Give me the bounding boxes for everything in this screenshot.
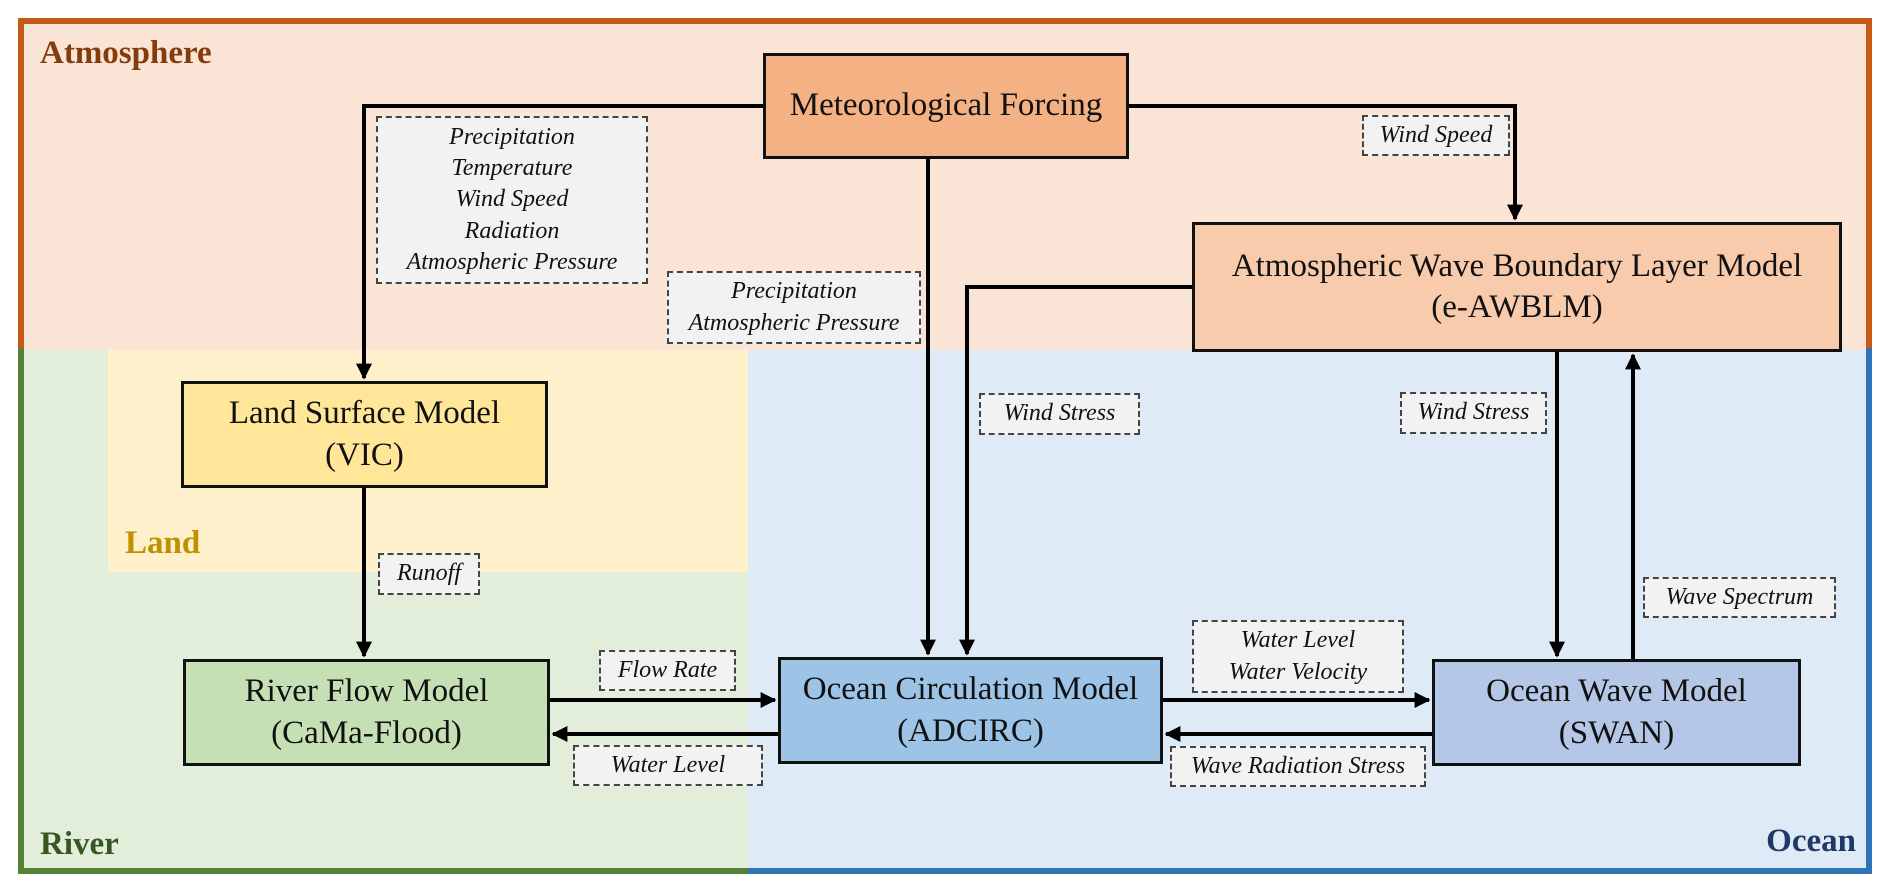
atmosphere-label: Atmosphere	[40, 35, 212, 71]
model-title: Meteorological Forcing	[789, 87, 1103, 124]
tag-line: Wind Speed	[1379, 121, 1493, 148]
model-title: River Flow Model	[244, 673, 489, 710]
model-subtitle: (VIC)	[325, 436, 404, 473]
model-title: Land Surface Model	[228, 395, 501, 432]
arrow-awblm-to-ocm	[959, 285, 1192, 656]
tag-awblm-to-wave: Wind Stress	[1400, 392, 1547, 434]
ocean-border	[1866, 348, 1872, 874]
arrow-met-to-awblm	[1129, 104, 1523, 221]
tag-line: Water Velocity	[1228, 658, 1368, 685]
tag-line: Wave Spectrum	[1665, 583, 1814, 610]
model-subtitle: (e-AWBLM)	[1431, 289, 1603, 325]
model-title: Ocean Wave Model	[1486, 673, 1747, 710]
model-title: Ocean Circulation Model	[802, 671, 1139, 708]
tag-river-to-ocean: Flow Rate	[599, 650, 736, 691]
river-border	[18, 868, 750, 874]
tag-line: Water Level	[1240, 627, 1356, 654]
model-title: Atmospheric Wave Boundary Layer Model	[1231, 247, 1803, 284]
awblm-model-box: Atmospheric Wave Boundary Layer Model (e…	[1192, 222, 1842, 352]
model-subtitle: (ADCIRC)	[897, 712, 1044, 749]
ocean-label: Ocean	[1766, 823, 1856, 859]
tag-met-to-land: Precipitation Temperature Wind Speed Rad…	[376, 116, 648, 284]
tag-met-to-ocean: Precipitation Atmospheric Pressure	[667, 271, 921, 344]
tag-line: Wind Stress	[1417, 399, 1530, 426]
arrow-met-to-lsm	[356, 104, 763, 380]
tag-line: Atmospheric Pressure	[406, 248, 618, 275]
tag-line: Water Level	[610, 751, 726, 778]
model-subtitle: (SWAN)	[1558, 714, 1675, 751]
tag-line: Atmospheric Pressure	[688, 309, 900, 336]
meteorological-forcing-box: Meteorological Forcing	[763, 53, 1129, 159]
tag-line: Wave Radiation Stress	[1190, 752, 1406, 779]
tag-line: Temperature	[451, 155, 573, 182]
tag-ocean-to-wave: Water Level Water Velocity	[1192, 620, 1404, 693]
river-border	[18, 348, 24, 874]
ocean-border	[748, 868, 1872, 874]
tag-line: Precipitation	[449, 124, 575, 151]
tag-met-to-awblm: Wind Speed	[1362, 115, 1510, 156]
ocean-wave-model-box: Ocean Wave Model (SWAN)	[1432, 659, 1801, 766]
atmosphere-border	[18, 18, 24, 352]
tag-line: Precipitation	[731, 278, 857, 305]
tag-awblm-to-ocean: Wind Stress	[979, 393, 1140, 435]
tag-wave-to-awblm: Wave Spectrum	[1643, 577, 1836, 618]
tag-land-to-river: Runoff	[378, 553, 480, 595]
land-surface-model-box: Land Surface Model (VIC)	[181, 381, 548, 488]
ocean-circulation-model-box: Ocean Circulation Model (ADCIRC)	[778, 657, 1163, 764]
atmosphere-border	[18, 18, 1872, 24]
tag-line: Wind Stress	[1003, 400, 1116, 427]
river-label: River	[40, 826, 119, 862]
tag-ocean-to-river: Water Level	[573, 745, 763, 786]
land-label: Land	[125, 525, 201, 561]
river-flow-model-box: River Flow Model (CaMa-Flood)	[183, 659, 550, 766]
tag-line: Radiation	[464, 217, 560, 244]
tag-line: Wind Speed	[455, 186, 569, 213]
tag-line: Runoff	[397, 560, 461, 587]
model-subtitle: (CaMa-Flood)	[271, 714, 462, 751]
atmosphere-border	[1866, 18, 1872, 352]
tag-wave-to-ocean: Wave Radiation Stress	[1170, 746, 1426, 787]
tag-line: Flow Rate	[617, 656, 718, 683]
